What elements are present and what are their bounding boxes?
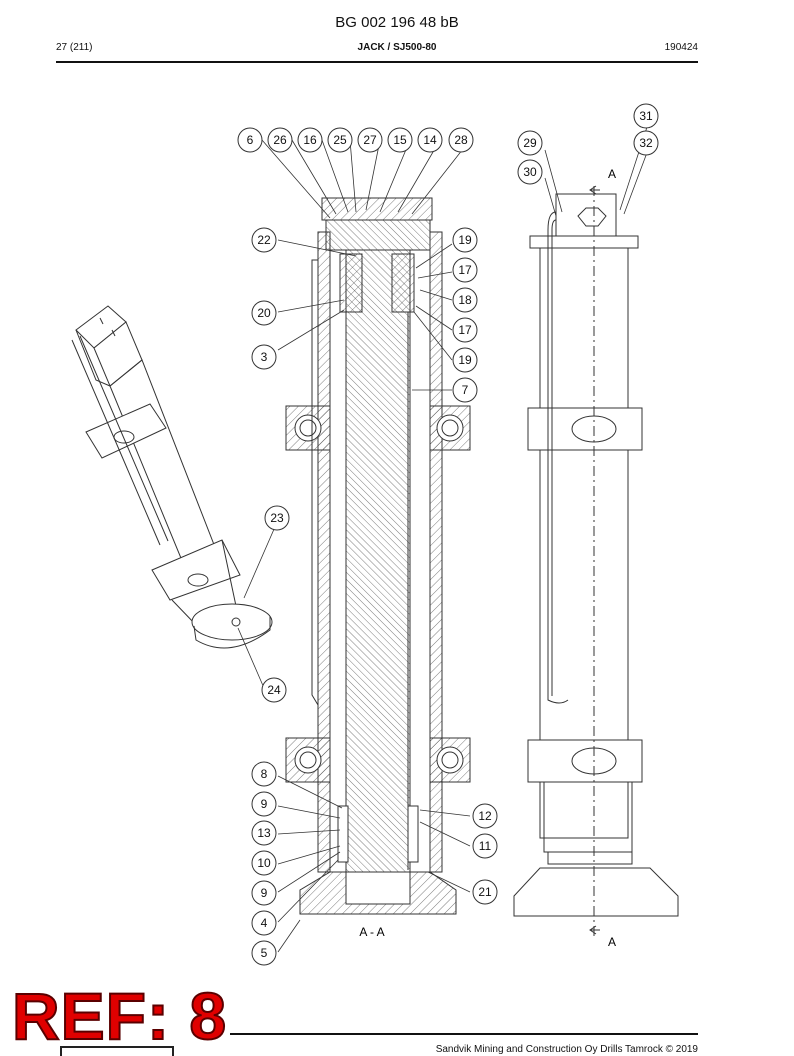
document-number: BG 002 196 48 bB <box>335 14 459 31</box>
callout-label: 32 <box>639 136 653 150</box>
callout-label: 9 <box>261 886 268 900</box>
callout-label: 30 <box>523 165 537 179</box>
callout-29 <box>517 130 543 156</box>
footer-rule <box>230 1033 698 1035</box>
callout-9a <box>251 791 277 817</box>
callout-32 <box>633 130 659 156</box>
callout-19b <box>452 347 478 373</box>
callout-label: 8 <box>261 767 268 781</box>
callout-7 <box>452 377 478 403</box>
leader-lines <box>237 123 649 953</box>
callout-label: 27 <box>363 133 377 147</box>
callout-label: 10 <box>257 856 271 870</box>
callout-18 <box>452 287 478 313</box>
side-view <box>513 185 679 940</box>
footer-copyright: Sandvik Mining and Construction Oy Drill… <box>435 1044 698 1055</box>
callout-25 <box>327 127 353 153</box>
callout-14 <box>417 127 443 153</box>
callout-label: 5 <box>261 946 268 960</box>
drawing-title: JACK / SJ500-80 <box>357 42 437 53</box>
callout-19a <box>452 227 478 253</box>
callout-27 <box>357 127 383 153</box>
callout-3 <box>251 344 277 370</box>
callout-label: 15 <box>393 133 407 147</box>
callout-21 <box>472 879 498 905</box>
callout-label: 25 <box>333 133 347 147</box>
page-number: 27 (211) <box>56 42 93 53</box>
header-rule <box>56 61 698 63</box>
callout-17b <box>452 317 478 343</box>
callout-label: 12 <box>478 809 492 823</box>
callout-10 <box>251 850 277 876</box>
revision-date: 190424 <box>664 42 698 53</box>
callout-22 <box>251 227 277 253</box>
callout-label: 17 <box>458 323 472 337</box>
callout-4 <box>251 910 277 936</box>
callout-label: 21 <box>478 885 492 899</box>
isometric-view <box>71 305 273 649</box>
callout-26 <box>267 127 293 153</box>
callout-label: 9 <box>261 797 268 811</box>
callout-label: 28 <box>454 133 468 147</box>
callout-label: 11 <box>479 839 492 853</box>
callout-label: 18 <box>458 293 472 307</box>
callout-6 <box>237 127 263 153</box>
callout-12 <box>472 803 498 829</box>
callout-24 <box>261 677 287 703</box>
callout-9b <box>251 880 277 906</box>
callout-label: 22 <box>257 233 271 247</box>
callout-label: 7 <box>462 383 469 397</box>
ref-stamp: REF: 8 <box>11 979 228 1053</box>
callout-label: 3 <box>261 350 268 364</box>
callout-label: 13 <box>257 826 271 840</box>
callout-20 <box>251 300 277 326</box>
callout-label: 20 <box>257 306 271 320</box>
callout-label: 26 <box>273 133 287 147</box>
callout-label: 4 <box>261 916 268 930</box>
view-marker-top: A <box>608 167 616 181</box>
callout-label: 29 <box>523 136 537 150</box>
callout-label: 24 <box>267 683 281 697</box>
callout-label: 6 <box>247 133 254 147</box>
callout-31 <box>633 103 659 129</box>
callouts <box>237 103 659 966</box>
section-view <box>285 197 471 915</box>
callout-5 <box>251 940 277 966</box>
callout-28 <box>448 127 474 153</box>
callout-label: 19 <box>458 233 472 247</box>
view-marker-bottom: A <box>608 935 616 949</box>
callout-17a <box>452 257 478 283</box>
callout-13 <box>251 820 277 846</box>
callout-15 <box>387 127 413 153</box>
callout-label: 19 <box>458 353 472 367</box>
callout-label: 14 <box>423 133 437 147</box>
callout-label: 23 <box>270 511 284 525</box>
callout-label: 31 <box>639 109 653 123</box>
section-label: A - A <box>359 925 384 939</box>
callout-11 <box>472 833 498 859</box>
callout-8 <box>251 761 277 787</box>
callout-23 <box>264 505 290 531</box>
callout-16 <box>297 127 323 153</box>
callout-label: 16 <box>303 133 317 147</box>
brand-logo <box>60 1046 174 1056</box>
callout-30 <box>517 159 543 185</box>
callout-label: 17 <box>458 263 472 277</box>
